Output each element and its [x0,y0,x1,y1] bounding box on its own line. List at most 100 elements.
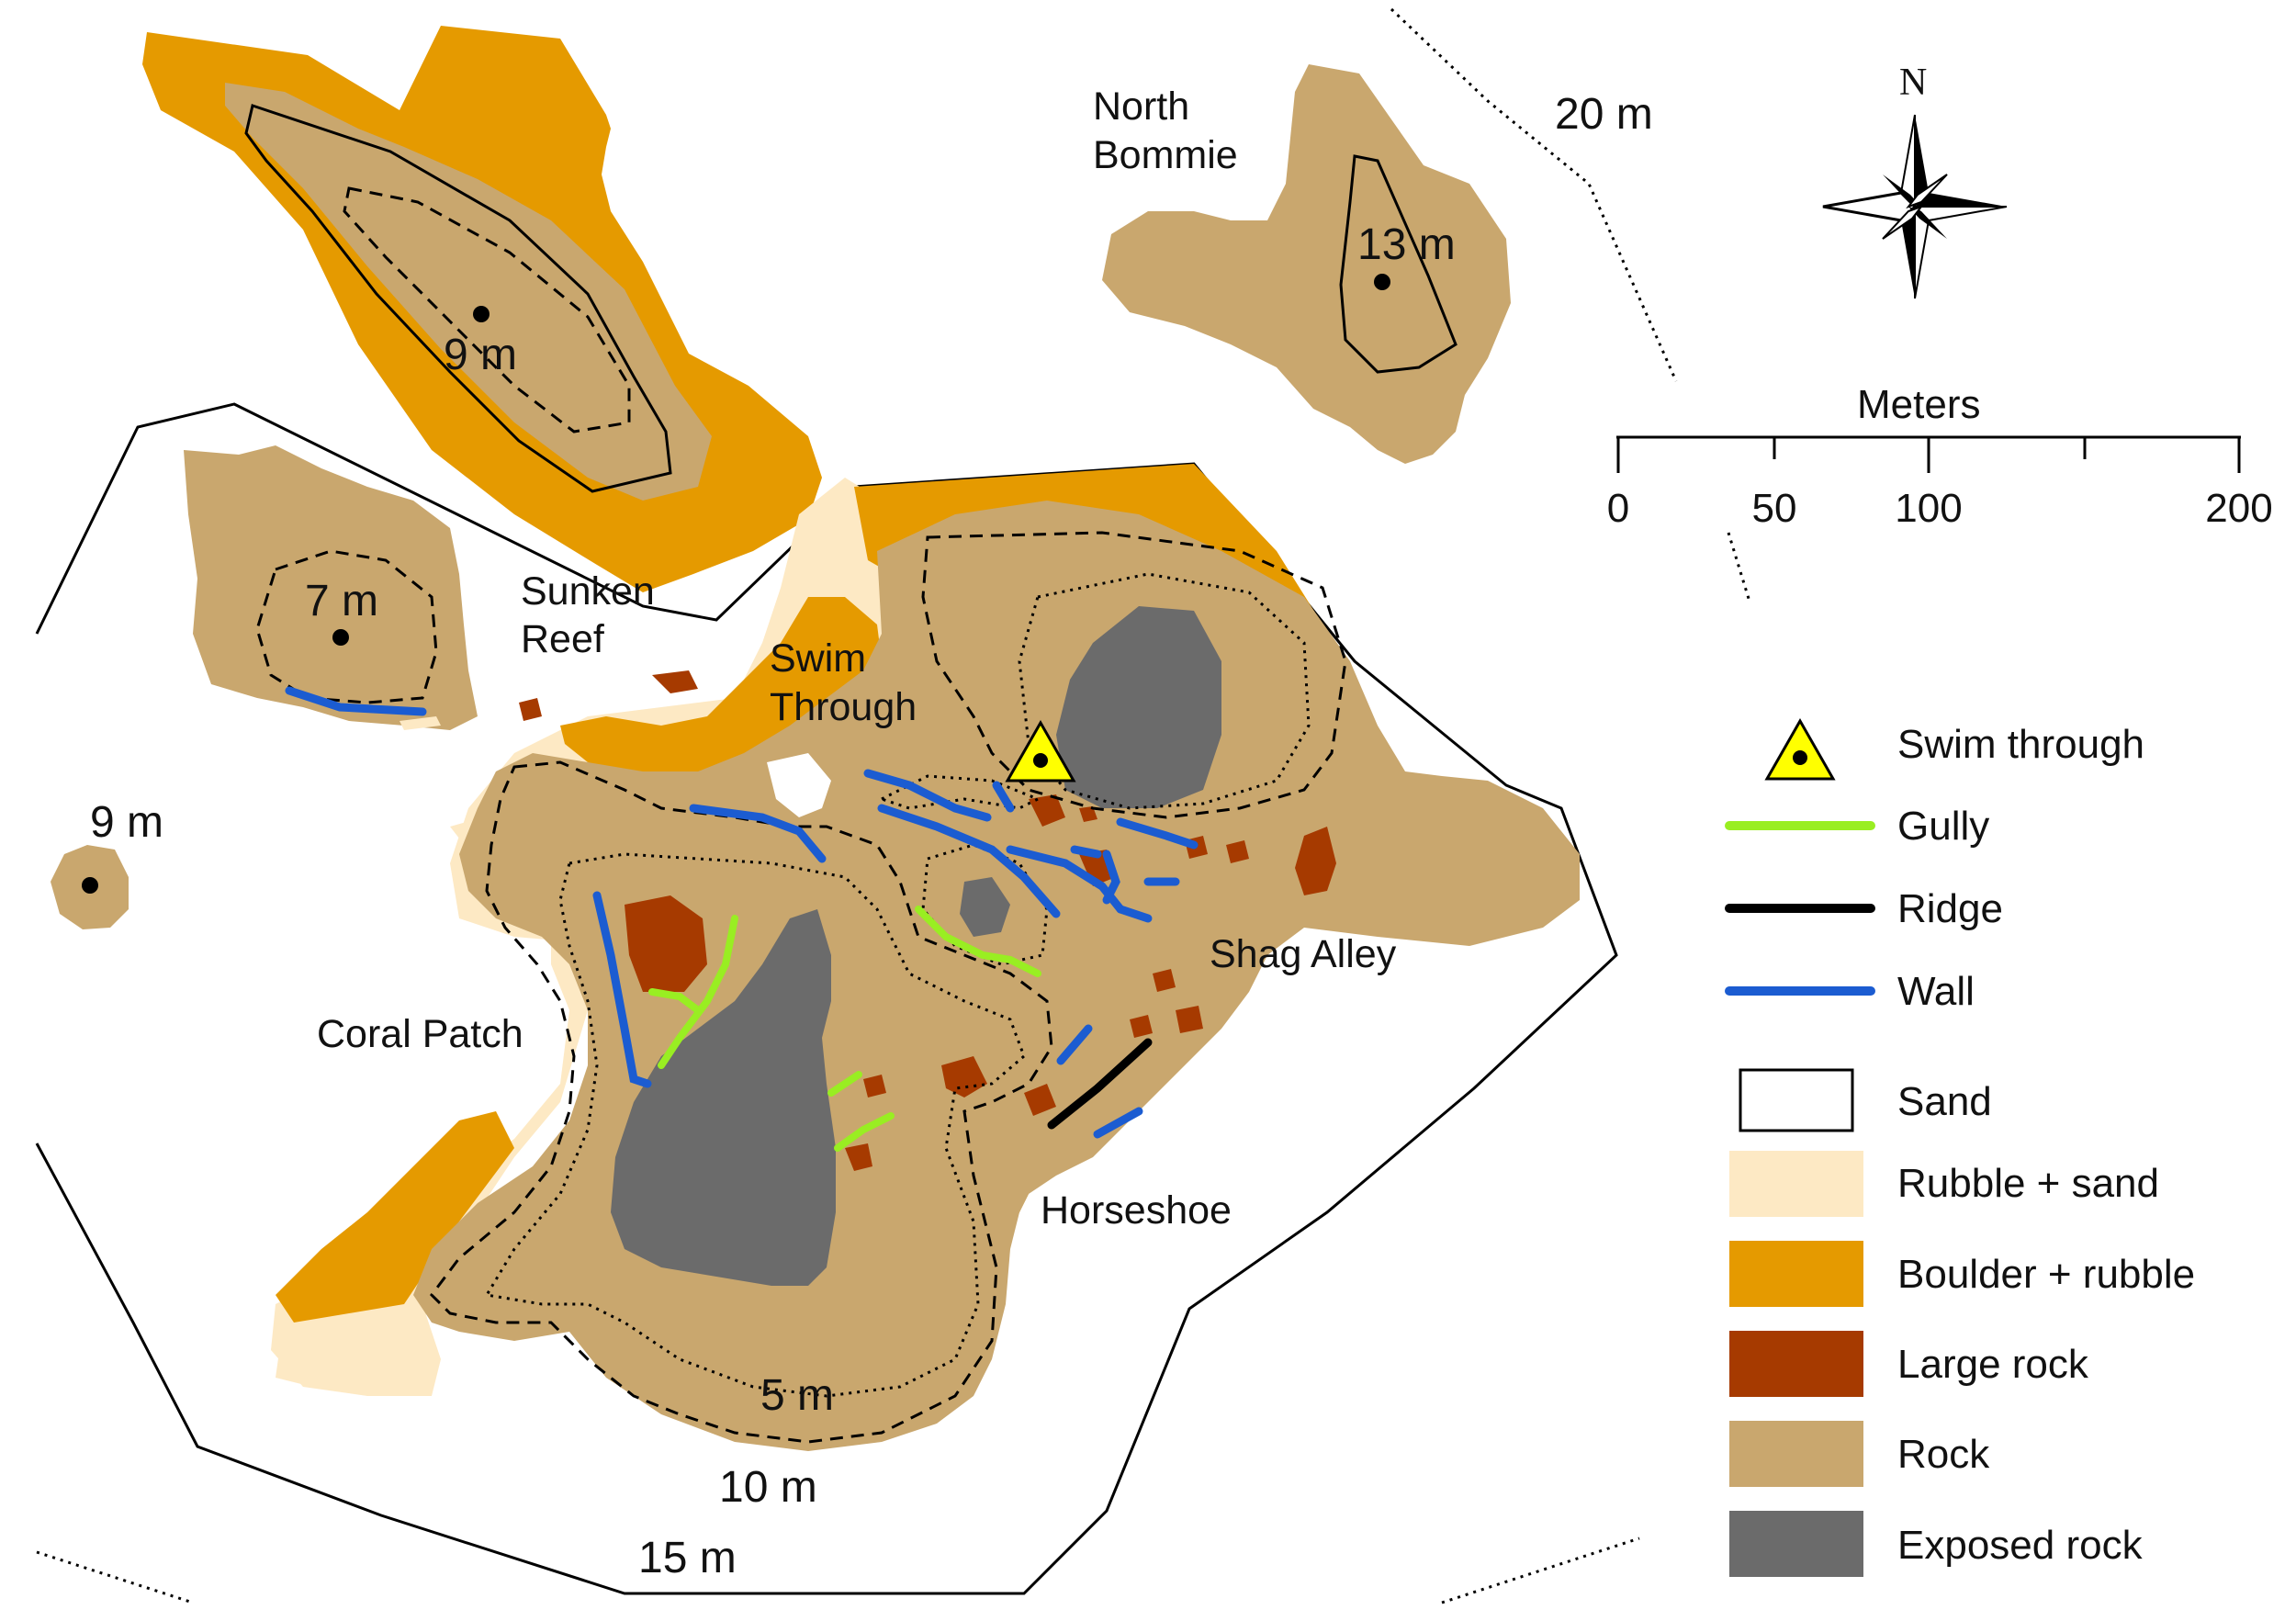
large-rock-swim-through-2 [1079,806,1097,822]
habitat-exposed-rock-mid [960,877,1010,937]
wall-north-1 [863,769,992,822]
contour-north-bommie [1339,154,1458,374]
legend-label-swim-through: Swim through [1897,722,2144,767]
legend-label-ridge: Ridge [1897,886,2003,931]
contour-20m-segment-north [1390,7,1678,382]
label-coral-patch: Coral Patch [317,1012,523,1056]
peak-marker-13m [1374,274,1390,290]
legend-item-boulder-rubble: Boulder + rubble [1729,1241,2195,1307]
gully-coral-patch-1 [658,915,738,1069]
habitat-rock-sunken-reef [225,83,712,501]
contour-10m-dashed-north [921,531,1347,819]
legend-label-gully: Gully [1897,804,1989,849]
wall-horseshoe-2 [1093,1107,1143,1139]
habitat-rubble-sand-7m-island-strip [400,716,441,730]
depth-label-13m: 13 m [1357,220,1456,269]
peak-marker-7m [332,629,349,646]
wall-north-8 [1116,905,1153,923]
label-shag-alley: Shag Alley [1210,932,1397,976]
wall-north-5 [1116,817,1199,850]
wall-north-2 [877,804,1061,918]
depth-label-10m: 10 m [719,1463,817,1512]
gully-inner [915,906,1041,977]
label-swim-through-2: Through [770,685,917,729]
legend-label-boulder-rubble: Boulder + rubble [1897,1252,2195,1297]
contour-15m [35,402,1618,1595]
large-rock-horseshoe-5 [1176,1006,1203,1033]
gully-horseshoe-2 [834,1112,895,1152]
depth-label-9m-top: 9 m [444,331,517,379]
legend-item-swim-through: Swim through [1764,717,2144,781]
large-rock-horseshoe-4 [1153,969,1176,992]
scale-tick-label-100: 100 [1895,486,1962,531]
habitat-rock-7m-island [184,445,478,730]
habitat-exposed-rock-south [611,909,836,1286]
wall-7m-island [285,686,427,716]
contour-20m-segment-mid [1727,532,1751,602]
large-rock-horseshoe-7 [1024,1084,1056,1116]
ridge-horseshoe [1047,1038,1153,1130]
label-north-bommie-1: North [1093,84,1189,129]
swim-through-marker [1005,719,1076,782]
habitat-rock-north-bommie [1102,64,1511,464]
depth-label-5m: 5 m [760,1371,834,1420]
habitat-sand-swim-through-gap [767,753,831,817]
large-rock-coral-patch [625,895,707,992]
contour-7m-island-dashed [255,549,438,704]
legend-item-rock: Rock [1729,1421,1990,1487]
scale-tick-label-0: 0 [1607,486,1629,531]
legend-item-gully: Gully [1725,804,1989,849]
habitat-large-rock-group [519,670,1336,1171]
large-rock-sunken-reef-edge [519,698,542,721]
wall-swim-through [689,804,827,863]
legend-label-sand: Sand [1897,1079,1992,1124]
contour-sunken-reef-solid [244,104,672,493]
legend-item-exposed-rock: Exposed rock [1729,1511,2144,1577]
scale-bar-title: Meters [1857,382,1980,427]
large-rock-horseshoe-3 [845,1143,872,1171]
large-rock-horseshoe-6 [1130,1015,1153,1038]
depth-label-20m: 20 m [1555,90,1653,139]
peak-marker-9m-top [473,306,490,322]
legend-label-rock: Rock [1897,1432,1990,1477]
legend-item-rubble-sand: Rubble + sand [1729,1151,2159,1217]
contour-5m-dotted-main [484,852,1026,1398]
wall-horseshoe-1 [1056,1024,1093,1065]
large-rock-sunken-reef [652,670,698,693]
label-north-bommie-2: Bommie [1093,133,1238,177]
legend-item-large-rock: Large rock [1729,1331,2089,1397]
legend-label-exposed-rock: Exposed rock [1897,1523,2144,1568]
contour-dotted-swim-through [878,774,1041,810]
large-rock-east [1295,827,1336,895]
legend-label-wall: Wall [1897,969,1975,1014]
legend-item-sand: Sand [1739,1068,1992,1132]
depth-label-7m: 7 m [305,577,378,625]
large-rock-swim-through-1 [1029,794,1065,827]
label-sunken-reef-1: Sunken [521,569,655,614]
scale-tick-label-200: 200 [2205,486,2272,531]
contour-20m-segment-se [1441,1537,1640,1604]
wall-north-3 [992,781,1015,813]
legend-label-rubble-sand: Rubble + sand [1897,1161,2159,1206]
gully-horseshoe-1 [827,1071,862,1097]
habitat-boulder-rubble-swim-through [560,597,882,781]
gully-lines [648,906,1041,1152]
large-rock-horseshoe-1 [941,1056,987,1098]
depth-label-9m-left: 9 m [90,798,163,847]
large-rock-horseshoe-2 [863,1075,886,1098]
large-rock-shag-alley-3 [1226,840,1249,863]
scale-tick-label-50: 50 [1752,486,1797,531]
peak-marker-9m-left [82,877,98,894]
legend-label-large-rock: Large rock [1897,1342,2089,1387]
contour-sunken-reef-dashed [343,186,631,433]
legend-item-wall: Wall [1725,969,1975,1014]
gully-coral-patch-2 [648,988,702,1014]
wall-north-6 [1102,850,1120,905]
depth-label-15m: 15 m [638,1534,737,1582]
wall-north-9 [1070,845,1102,859]
north-label: N [1899,62,1927,104]
legend-swim-through-icon [1764,717,1836,781]
legend-item-ridge: Ridge [1725,886,2003,931]
label-sunken-reef-2: Reef [521,617,605,661]
